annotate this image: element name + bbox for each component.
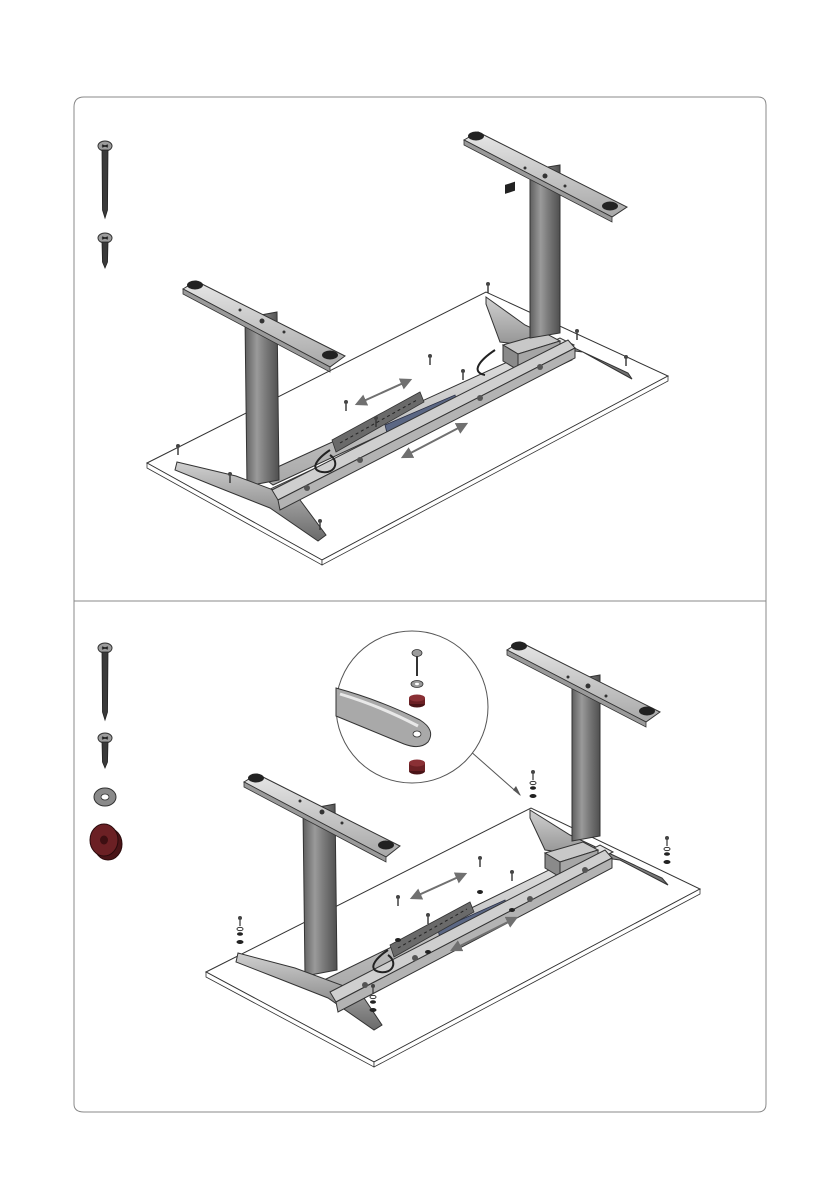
foot-pad-marker [237, 916, 244, 944]
step-2-panel [74, 601, 766, 1112]
long-screw-icon [98, 141, 112, 218]
parts-list [90, 643, 122, 860]
foot-pad-detail-callout [336, 631, 521, 796]
foot-pad-marker [530, 770, 537, 798]
desk-frame-illustration [147, 132, 668, 566]
long-screw-icon [98, 643, 112, 720]
detail-rubber-pad-bottom-icon [409, 760, 425, 775]
foot-pad-marker [664, 836, 671, 864]
parts-list [98, 141, 112, 268]
screw-marker [486, 282, 490, 293]
detail-rubber-pad-top-icon [409, 695, 425, 708]
washer-icon [94, 788, 116, 806]
short-screw-icon [98, 733, 112, 768]
step-1-panel [74, 97, 766, 601]
rubber-pad-icon [90, 824, 122, 860]
detail-washer-icon [411, 681, 423, 688]
short-screw-icon [98, 233, 112, 268]
